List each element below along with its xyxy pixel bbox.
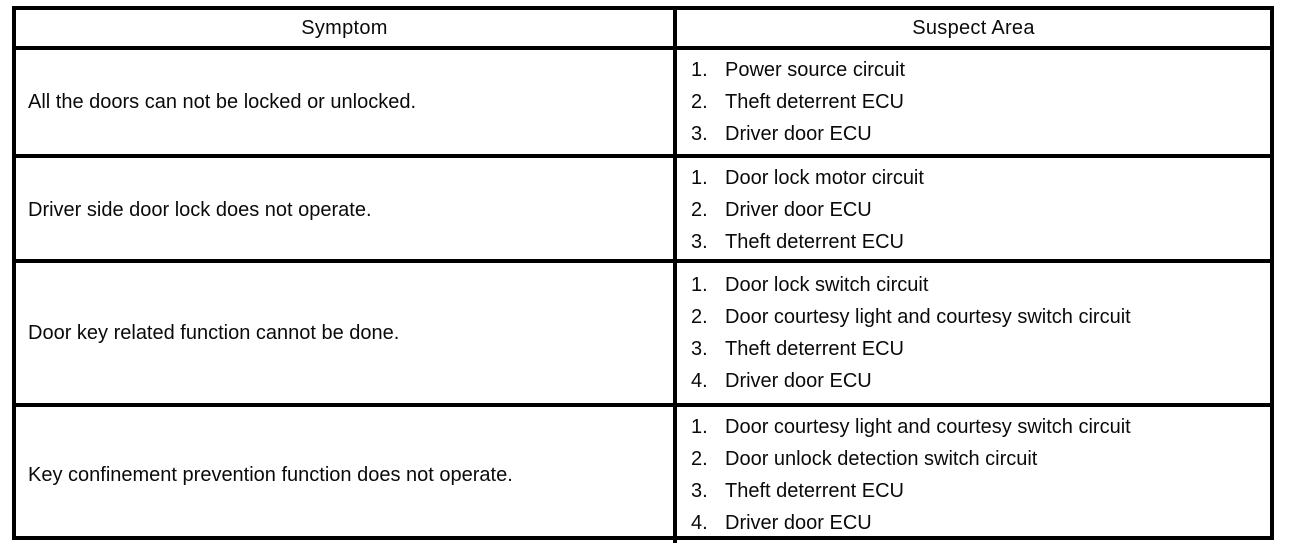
suspect-area-item-number: 2. [691, 306, 708, 328]
suspect-area-item-number: 2. [691, 448, 708, 470]
symptom-cell: All the doors can not be locked or unloc… [16, 50, 677, 154]
suspect-area-item: 3. Theft deterrent ECU [691, 226, 1260, 258]
suspect-area-item-label: Driver door ECU [725, 123, 872, 145]
suspect-area-cell: 1. Power source circuit 2. Theft deterrent … [677, 50, 1270, 154]
suspect-area-item-number: 2. [691, 199, 708, 221]
suspect-area-item: 1. Power source circuit [691, 54, 1260, 86]
suspect-area-item-number: 4. [691, 512, 708, 534]
table-row: All the doors can not be locked or unloc… [16, 46, 1270, 154]
suspect-area-item-label: Door courtesy light and courtesy switch … [725, 416, 1131, 438]
suspect-area-item: 2. Door unlock detection switch circuit [691, 443, 1260, 475]
suspect-area-item-label: Power source circuit [725, 59, 906, 81]
suspect-area-item-label: Theft deterrent ECU [725, 480, 904, 502]
suspect-area-item: 3. Theft deterrent ECU [691, 333, 1260, 365]
suspect-area-item-label: Door lock motor circuit [725, 167, 924, 189]
suspect-area-item-number: 4. [691, 370, 708, 392]
suspect-area-item-label: Door lock switch circuit [725, 274, 929, 296]
suspect-area-item-label: Theft deterrent ECU [725, 231, 904, 253]
suspect-area-item-number: 1. [691, 274, 708, 296]
table-row: Door key related function cannot be done… [16, 259, 1270, 403]
suspect-area-item-label: Theft deterrent ECU [725, 338, 904, 360]
suspect-area-item-label: Driver door ECU [725, 370, 872, 392]
suspect-area-cell: 1. Door lock motor circuit 2. Driver door E… [677, 158, 1270, 262]
suspect-area-item: 3. Theft deterrent ECU [691, 475, 1260, 507]
suspect-area-item-label: Theft deterrent ECU [725, 91, 904, 113]
suspect-area-item: 2. Theft deterrent ECU [691, 86, 1260, 118]
suspect-area-item-number: 1. [691, 416, 708, 438]
suspect-area-item: 1. Door courtesy light and courtesy switc… [691, 411, 1260, 443]
symptom-suspect-area-table: Symptom Suspect Area All the doors can n… [12, 6, 1274, 543]
suspect-area-item-label: Door unlock detection switch circuit [725, 448, 1038, 470]
suspect-area-item: 2. Driver door ECU [691, 194, 1260, 226]
suspect-area-item-number: 1. [691, 167, 708, 189]
suspect-area-item-label: Driver door ECU [725, 199, 872, 221]
suspect-area-cell: 1. Door courtesy light and courtesy switc… [677, 407, 1270, 543]
table-header-row: Symptom Suspect Area [16, 10, 1270, 46]
suspect-area-item-number: 3. [691, 338, 708, 360]
symptom-cell: Door key related function cannot be done… [16, 263, 677, 403]
suspect-area-item-label: Door courtesy light and courtesy switch … [725, 306, 1131, 328]
table-row: Driver side door lock does not operate. … [16, 154, 1270, 262]
suspect-area-item: 2. Door courtesy light and courtesy switc… [691, 301, 1260, 333]
symptom-cell: Driver side door lock does not operate. [16, 158, 677, 262]
suspect-area-item-number: 3. [691, 231, 708, 253]
suspect-area-item-number: 1. [691, 59, 708, 81]
table-row: Key confinement prevention function does… [16, 403, 1270, 543]
suspect-area-item: 4. Driver door ECU [691, 365, 1260, 397]
suspect-area-cell: 1. Door lock switch circuit 2. Door courtes… [677, 263, 1270, 403]
column-header-symptom: Symptom [16, 10, 677, 46]
suspect-area-item: 4. Driver door ECU [691, 507, 1260, 539]
suspect-area-item-number: 3. [691, 480, 708, 502]
suspect-area-item: 3. Driver door ECU [691, 118, 1260, 150]
column-header-suspect-area: Suspect Area [912, 16, 1035, 39]
suspect-area-item-label: Driver door ECU [725, 512, 872, 534]
suspect-area-item-number: 2. [691, 91, 708, 113]
suspect-area-item-number: 3. [691, 123, 708, 145]
symptom-cell: Key confinement prevention function does… [16, 407, 677, 543]
suspect-area-item: 1. Door lock switch circuit [691, 269, 1260, 301]
suspect-area-item: 1. Door lock motor circuit [691, 162, 1260, 194]
